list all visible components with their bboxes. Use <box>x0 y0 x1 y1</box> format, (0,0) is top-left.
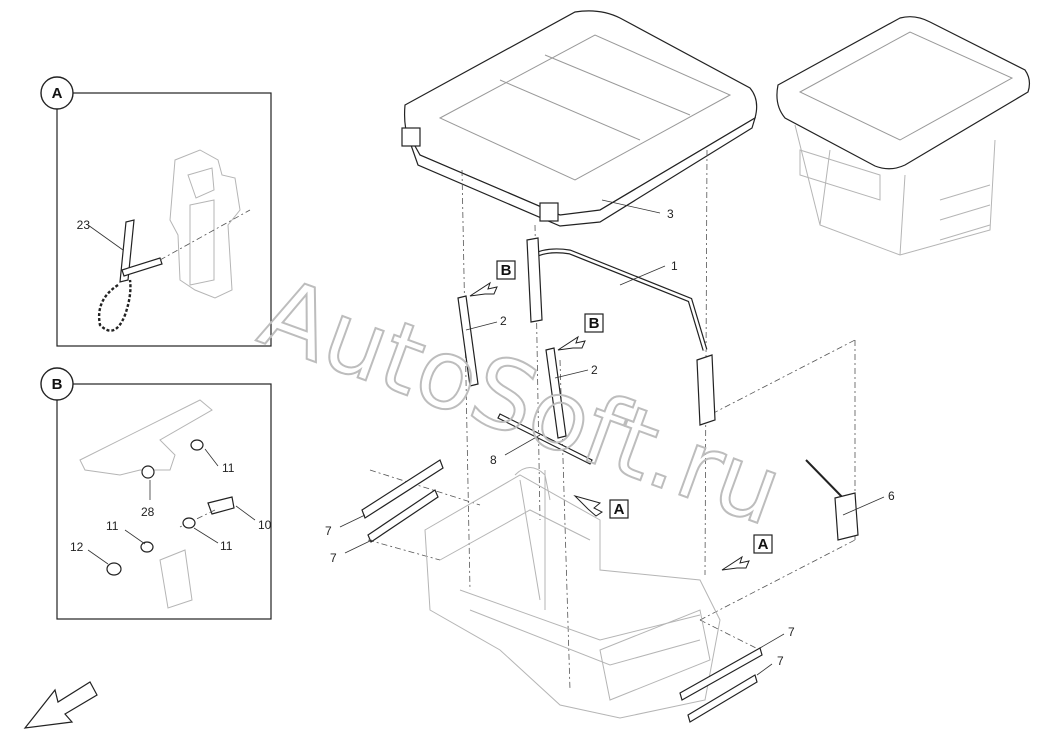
plate-left-bottom <box>367 489 439 543</box>
direction-arrow-icon <box>557 335 586 351</box>
detail-a-panel: A 23 <box>40 76 272 347</box>
direction-arrow-icon <box>573 495 603 517</box>
svg-text:B: B <box>501 262 512 279</box>
pin <box>119 219 135 283</box>
label-1: 1 <box>671 259 678 273</box>
detail-a-badge-icon <box>40 76 74 110</box>
rod <box>497 413 593 465</box>
canopy-preview <box>776 16 1031 256</box>
label-11-left: 11 <box>106 519 119 533</box>
label-12: 12 <box>70 540 84 554</box>
detail-b-panel: B 11 28 10 11 11 12 <box>40 367 272 620</box>
label-11-bottom: 11 <box>220 539 233 553</box>
direction-arrow-icon <box>469 281 498 297</box>
label-8: 8 <box>490 453 497 467</box>
plate-right-bottom <box>687 674 758 723</box>
callout-a-right: A <box>721 534 773 571</box>
callout-b-right: B <box>557 313 604 351</box>
direction-arrow-icon <box>721 555 750 571</box>
plate-right-top <box>679 647 763 701</box>
latch <box>805 459 859 541</box>
detail-a-letter: A <box>52 85 63 102</box>
chain <box>97 279 132 332</box>
label-7-left-top: 7 <box>325 524 332 538</box>
callout-a-center: A <box>573 495 629 519</box>
frame-ghost <box>79 399 213 476</box>
detail-b-letter: B <box>52 376 63 393</box>
label-23: 23 <box>77 218 91 232</box>
label-6: 6 <box>888 489 895 503</box>
label-3: 3 <box>667 207 674 221</box>
label-7-right-top: 7 <box>788 625 795 639</box>
label-11-top: 11 <box>222 461 235 475</box>
label-7-right-bottom: 7 <box>777 654 784 668</box>
frame-bar <box>526 237 716 426</box>
svg-text:A: A <box>614 501 625 518</box>
label-7-left-bottom: 7 <box>330 551 337 565</box>
label-28: 28 <box>141 505 155 519</box>
detail-b-badge-icon <box>40 367 74 401</box>
base-frame <box>424 467 721 719</box>
label-2-left: 2 <box>500 314 507 328</box>
callout-b-upper: B <box>469 260 516 297</box>
label-10: 10 <box>258 518 272 532</box>
plate-left-top <box>361 459 444 519</box>
orientation-arrow-icon <box>23 681 98 729</box>
leader-lines <box>339 199 885 676</box>
svg-text:A: A <box>758 536 769 553</box>
strut-right <box>545 347 567 439</box>
bolt <box>207 496 235 515</box>
canopy-roof <box>401 10 758 227</box>
svg-text:B: B <box>589 315 600 332</box>
nut <box>106 562 122 576</box>
bracket-ghost <box>169 149 241 299</box>
strut-left <box>457 295 479 387</box>
label-2-right: 2 <box>591 363 598 377</box>
